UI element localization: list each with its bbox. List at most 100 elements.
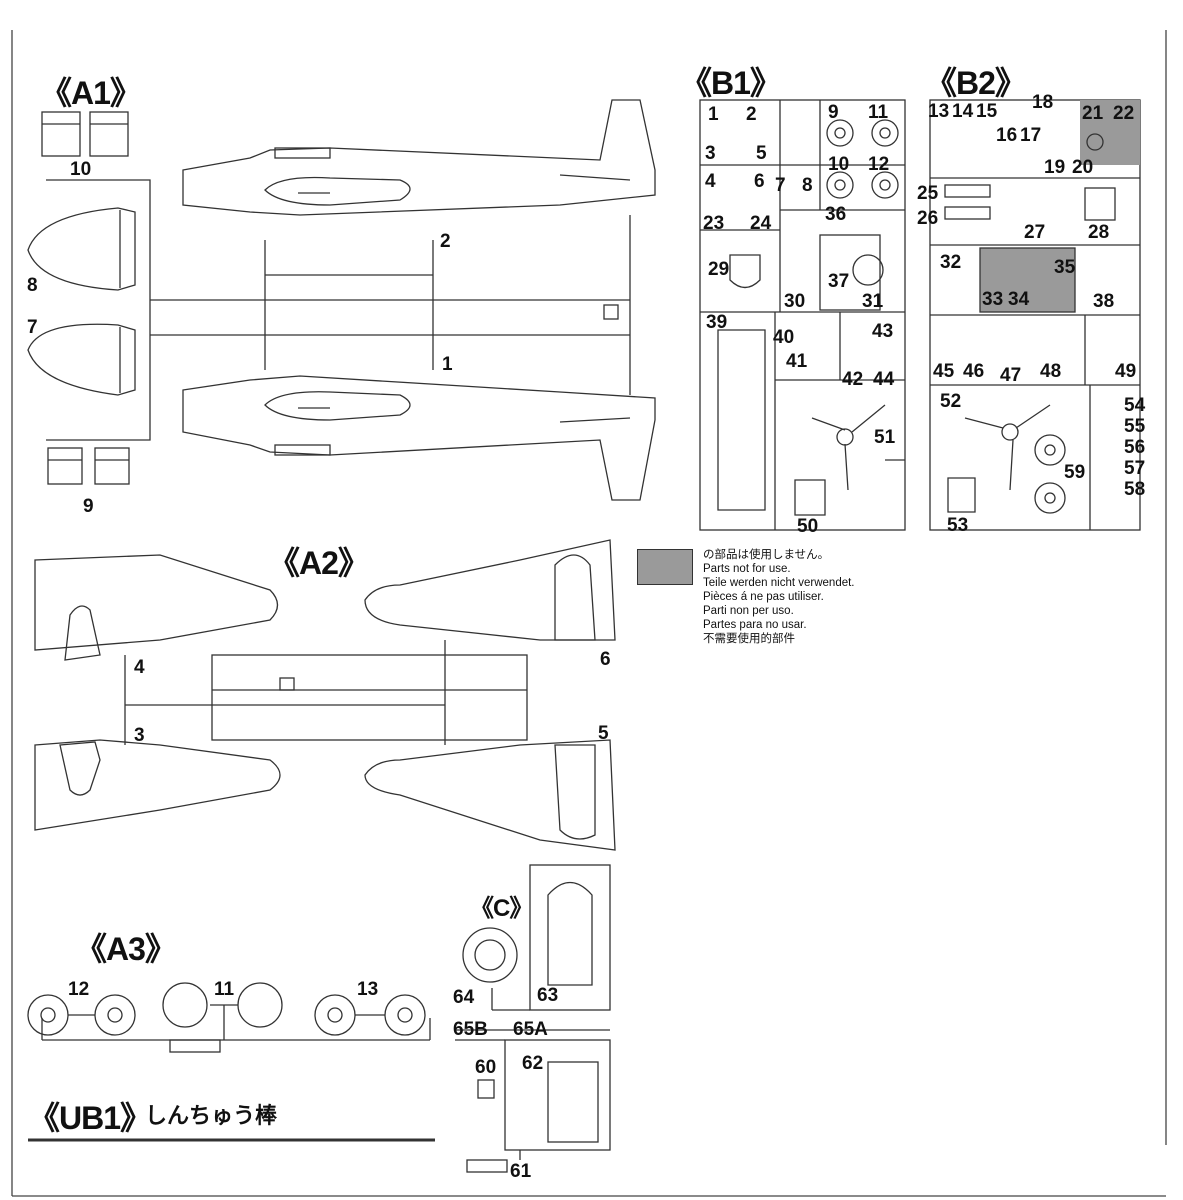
part-label: 3 (705, 143, 716, 164)
part-label: 47 (1000, 365, 1022, 386)
legend-line: Pièces á ne pas utiliser. (703, 591, 824, 603)
part-label: 11 (868, 102, 889, 123)
part-label: 4 (705, 171, 716, 192)
part-label: 49 (1115, 361, 1137, 382)
part-label: 12 (868, 154, 890, 175)
sprue-a3-frame (27, 982, 431, 1053)
part-label: 51 (874, 427, 896, 448)
part-label: 55 (1124, 416, 1146, 437)
part-label: 31 (862, 291, 884, 312)
part-label: 8 (27, 275, 38, 296)
part-label: 62 (522, 1053, 544, 1074)
part-label: 16 (996, 125, 1018, 146)
part-label: 58 (1124, 479, 1146, 500)
sprue-c-frame (455, 864, 611, 1173)
part-label: 39 (706, 312, 728, 333)
part-label: 44 (873, 369, 895, 390)
legend-line: Parts not for use. (703, 563, 791, 575)
brass-rod-label: しんちゅう棒 (145, 1104, 278, 1129)
part-label: 56 (1124, 437, 1146, 458)
unused-parts-legend: の部品は使用しません。 Parts not for use. Teile wer… (703, 548, 855, 646)
part-label: 29 (708, 259, 730, 280)
part-label: 5 (598, 723, 609, 744)
part-label: 57 (1124, 458, 1146, 479)
part-label: 22 (1113, 103, 1135, 124)
sprue-b1-frame (699, 99, 906, 531)
part-label: 32 (940, 252, 962, 273)
part-label: 2 (440, 231, 451, 252)
part-label: 28 (1088, 222, 1110, 243)
part-label: 13 (928, 101, 950, 122)
part-label: 9 (828, 102, 839, 123)
sprue-title-a2: 《A2》 (268, 545, 370, 581)
part-label: 61 (510, 1161, 532, 1182)
part-label: 10 (828, 154, 850, 175)
part-label: 17 (1020, 125, 1042, 146)
part-label: 23 (703, 213, 725, 234)
part-label: 3 (134, 725, 145, 746)
sprue-a1-frame (27, 99, 656, 501)
part-label: 10 (70, 159, 92, 180)
part-label: 53 (947, 515, 969, 536)
part-label: 65B (453, 1019, 488, 1040)
part-label: 36 (825, 204, 847, 225)
legend-line: Parti non per uso. (703, 605, 794, 617)
part-label: 43 (872, 321, 894, 342)
part-label: 1 (708, 104, 719, 125)
legend-line: の部品は使用しません。 (703, 549, 830, 561)
part-label: 1 (442, 354, 453, 375)
part-label: 41 (786, 351, 808, 372)
part-label: 19 (1044, 157, 1066, 178)
sprue-title-a1: 《A1》 (40, 75, 142, 111)
part-label: 50 (797, 516, 819, 537)
part-label: 52 (940, 391, 962, 412)
part-label: 38 (1093, 291, 1115, 312)
part-label: 48 (1040, 361, 1062, 382)
sprue-a2-frame (34, 539, 616, 851)
part-label: 35 (1054, 257, 1076, 278)
part-label: 63 (537, 985, 559, 1006)
part-label: 59 (1064, 462, 1086, 483)
unused-parts-swatch (637, 549, 693, 585)
part-label: 4 (134, 657, 145, 678)
part-label: 33 (982, 289, 1004, 310)
part-label: 18 (1032, 92, 1054, 113)
part-label: 8 (802, 175, 813, 196)
part-label: 26 (917, 208, 939, 229)
sprue-title-b1: 《B1》 (680, 65, 782, 101)
part-label: 27 (1024, 222, 1046, 243)
part-label: 24 (750, 213, 772, 234)
part-label: 45 (933, 361, 955, 382)
part-label: 30 (784, 291, 806, 312)
part-label: 6 (754, 171, 765, 192)
part-label: 37 (828, 271, 850, 292)
part-label: 7 (27, 317, 38, 338)
part-label: 54 (1124, 395, 1146, 416)
part-label: 5 (756, 143, 767, 164)
part-label: 15 (976, 101, 998, 122)
part-label: 6 (600, 649, 611, 670)
part-label: 12 (68, 979, 90, 1000)
part-label: 9 (83, 496, 94, 517)
part-label: 14 (952, 101, 974, 122)
sprue-title-c: 《C》 (470, 895, 533, 922)
legend-line: 不需要使用的部件 (703, 633, 795, 645)
part-label: 11 (214, 979, 235, 1000)
part-label: 2 (746, 104, 757, 125)
sprue-title-a3: 《A3》 (75, 931, 177, 967)
part-label: 34 (1008, 289, 1030, 310)
part-label: 60 (475, 1057, 497, 1078)
legend-line: Partes para no usar. (703, 619, 807, 631)
part-label: 21 (1082, 103, 1104, 124)
sprue-title-b2: 《B2》 (925, 65, 1027, 101)
part-label: 25 (917, 183, 939, 204)
part-label: 7 (775, 175, 786, 196)
part-label: 13 (357, 979, 379, 1000)
part-label: 46 (963, 361, 985, 382)
legend-line: Teile werden nicht verwendet. (703, 577, 855, 589)
part-label: 40 (773, 327, 795, 348)
part-label: 64 (453, 987, 475, 1008)
sprue-title-ub1: 《UB1》 (28, 1100, 152, 1136)
